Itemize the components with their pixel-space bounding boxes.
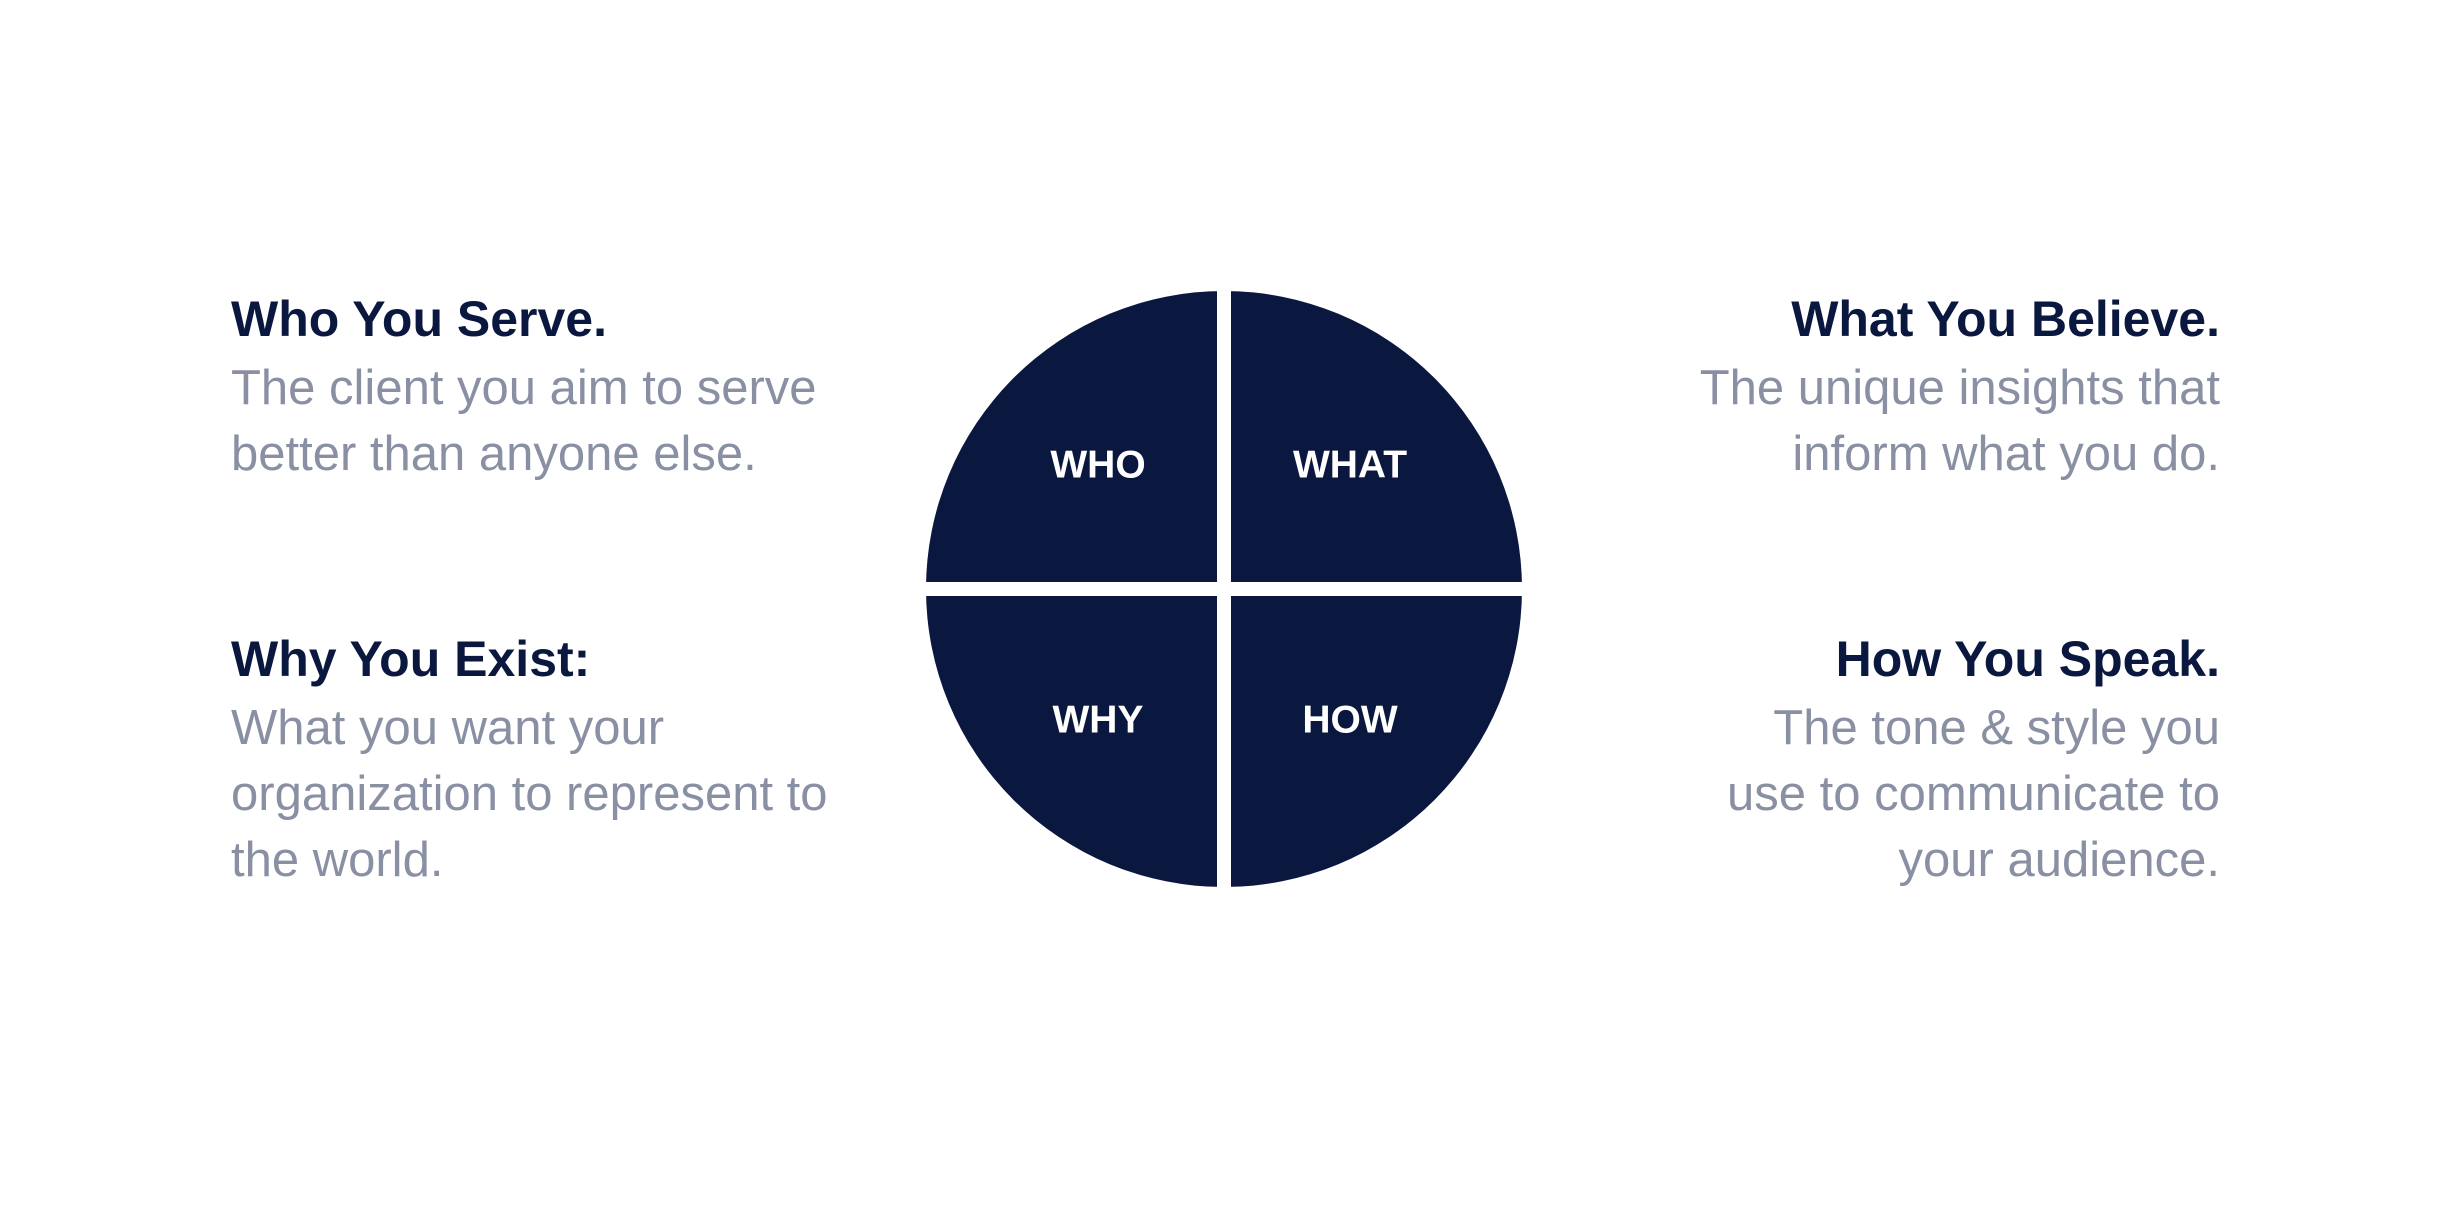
what-description-line: The unique insights that bbox=[1699, 361, 2220, 415]
how-description: The tone & style you use to communicate … bbox=[1540, 695, 2220, 893]
what-quadrant bbox=[1224, 291, 1522, 589]
who-description-line: The client you aim to serve bbox=[231, 361, 817, 415]
who-description-line: better than anyone else. bbox=[231, 427, 757, 481]
why-quadrant-label: WHY bbox=[1053, 698, 1144, 741]
what-quadrant-label: WHAT bbox=[1293, 443, 1407, 486]
how-description-line: The tone & style you bbox=[1773, 701, 2220, 755]
why-title: Why You Exist: bbox=[231, 631, 591, 687]
what-title: What You Believe. bbox=[1791, 291, 2220, 347]
how-quadrant bbox=[1224, 589, 1522, 887]
who-title: Who You Serve. bbox=[231, 291, 608, 347]
how-block: How You Speak. The tone & style you use … bbox=[1540, 627, 2220, 893]
why-description: What you want your organization to repre… bbox=[231, 695, 911, 893]
why-description-line: What you want your bbox=[231, 701, 665, 755]
who-block: Who You Serve. The client you aim to ser… bbox=[231, 287, 911, 487]
how-quadrant-label: HOW bbox=[1302, 698, 1398, 741]
why-description-line: the world. bbox=[231, 833, 444, 887]
how-description-line: use to communicate to bbox=[1727, 767, 2220, 821]
what-description: The unique insights that inform what you… bbox=[1540, 355, 2220, 487]
who-quadrant bbox=[926, 291, 1224, 589]
what-block: What You Believe. The unique insights th… bbox=[1540, 287, 2220, 487]
who-description: The client you aim to serve better than … bbox=[231, 355, 911, 487]
horizontal-divider bbox=[926, 582, 1522, 596]
how-description-line: your audience. bbox=[1898, 833, 2220, 887]
who-quadrant-label: WHO bbox=[1050, 443, 1145, 486]
quadrant-circle-diagram: WHO WHAT WHY HOW bbox=[926, 291, 1522, 887]
why-block: Why You Exist: What you want your organi… bbox=[231, 627, 911, 893]
what-description-line: inform what you do. bbox=[1792, 427, 2220, 481]
why-description-line: organization to represent to bbox=[231, 767, 828, 821]
how-title: How You Speak. bbox=[1835, 631, 2220, 687]
why-quadrant bbox=[926, 589, 1224, 887]
